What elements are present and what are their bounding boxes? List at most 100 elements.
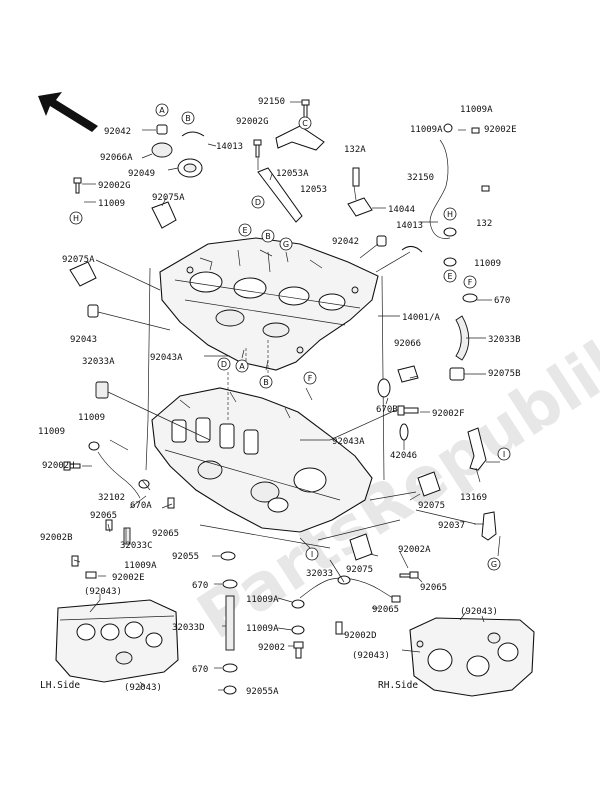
label-12053A: 12053A [276,169,309,179]
callout-G-upper: G [279,237,293,251]
label-92002: 92002 [258,643,285,653]
pipe-32033C [123,527,131,545]
label-670-b: 670 [192,581,208,591]
label-92002E-a: 92002E [484,125,517,135]
bolt-92002G-a [73,177,82,194]
label-14001A: 14001/A [402,313,441,323]
label-92043-lh-a: (92043) [84,587,122,597]
bolt-92002F [397,405,419,416]
label-92150: 92150 [258,97,285,107]
label-92066A: 92066A [100,153,133,163]
label-32033B: 32033B [488,335,521,345]
label-11009A-c: 11009A [124,561,157,571]
label-92065-c: 92065 [420,583,447,593]
bolt-92002G-b [253,139,262,158]
label-92055: 92055 [172,552,199,562]
label-11009A-b: 11009A [410,125,443,135]
label-92002E-b: 92002E [112,573,145,583]
lower-crankcase [151,387,373,533]
label-92002G-b: 92002G [98,181,131,191]
label-32033C: 32033C [120,541,153,551]
pipe-32150 [429,123,490,239]
spring-32033A [95,381,109,399]
label-92042-a: 92042 [104,127,131,137]
lh-side-view [55,599,179,687]
label-92075A-b: 92075A [62,255,95,265]
svg-text:B: B [265,232,271,241]
washer-11009 [443,227,457,267]
oring-92055A [223,685,237,695]
label-42046: 42046 [390,451,417,461]
sleeve-92075A-a [151,201,177,229]
lever-13169 [467,427,487,471]
label-92075A-a: 92075A [152,193,185,203]
cap-92066A [151,142,173,158]
label-92002D: 92002D [344,631,377,641]
label-132A: 132A [344,145,366,155]
seal-14013 [181,131,205,137]
label-92075-b: 92075 [346,565,373,575]
bolt-92002A [399,571,419,579]
svg-text:E: E [447,272,452,281]
sleeve-92075 [417,471,441,497]
upper-crankcase [159,237,379,371]
label-11009A-e: 11009A [246,624,279,634]
callout-A-top: A [155,103,169,117]
callout-F-mid: F [303,371,317,385]
svg-text:G: G [491,560,497,569]
label-92075B: 92075B [488,369,521,379]
label-670-c: 670 [192,665,208,675]
seal-14013-b [401,246,423,253]
label-92037: 92037 [438,521,465,531]
label-92043A-b: 92043A [332,437,365,447]
label-92002H: 92002H [42,461,75,471]
rh-side-view [409,611,535,697]
label-11009A-top: 11009A [460,105,493,115]
label-11009-a: 11009 [98,199,125,209]
svg-text:B: B [263,378,269,387]
clamp-92037 [481,511,497,541]
label-92002G-a: 92002G [236,117,269,127]
svg-text:F: F [308,374,313,383]
svg-text:A: A [239,362,245,371]
label-11009-d: 11009 [38,427,65,437]
bolt-92002H [63,461,81,471]
plug-92066 [397,365,419,383]
oring-670-b [222,579,238,589]
bolt-92065-a [105,519,113,531]
label-11009-b: 11009 [474,259,501,269]
label-92002F: 92002F [432,409,465,419]
callout-B-mid: B [259,375,273,389]
callout-I-right: I [497,447,511,461]
svg-text:C: C [302,119,308,128]
sleeve-92075-b [349,533,373,561]
bracket-12053A [275,125,325,151]
label-92043-a: 92043 [70,335,97,345]
svg-text:I: I [503,450,505,459]
label-92065-d: 92065 [372,605,399,615]
svg-text:H: H [73,214,79,223]
bolt-92150 [301,99,310,120]
label-92049: 92049 [128,169,155,179]
svg-text:I: I [311,550,313,559]
callout-G-lower: G [487,557,501,571]
label-32033D: 32033D [172,623,205,633]
callout-H-left: H [69,211,83,225]
washer-11009A-c [291,599,305,609]
pipe-32033B [455,315,470,361]
svg-text:D: D [221,360,227,369]
label-670A: 670A [130,501,152,511]
svg-text:F: F [468,278,473,287]
label-670-a: 670 [494,296,510,306]
label-670B: 670B [376,405,398,415]
label-11009-c: 11009 [78,413,105,423]
front-direction-arrow [38,92,98,132]
oring-92055 [220,551,236,561]
sleeve-92075A-b [69,261,97,287]
label-12053: 12053 [300,185,327,195]
dowel-92042-a [156,124,168,135]
part-labels: 92150 11009A 92042 92002G 11009A 92002E … [38,97,521,697]
callout-E-right: E [443,269,457,283]
callout-B-top: B [181,111,195,125]
label-92002B: 92002B [40,533,73,543]
